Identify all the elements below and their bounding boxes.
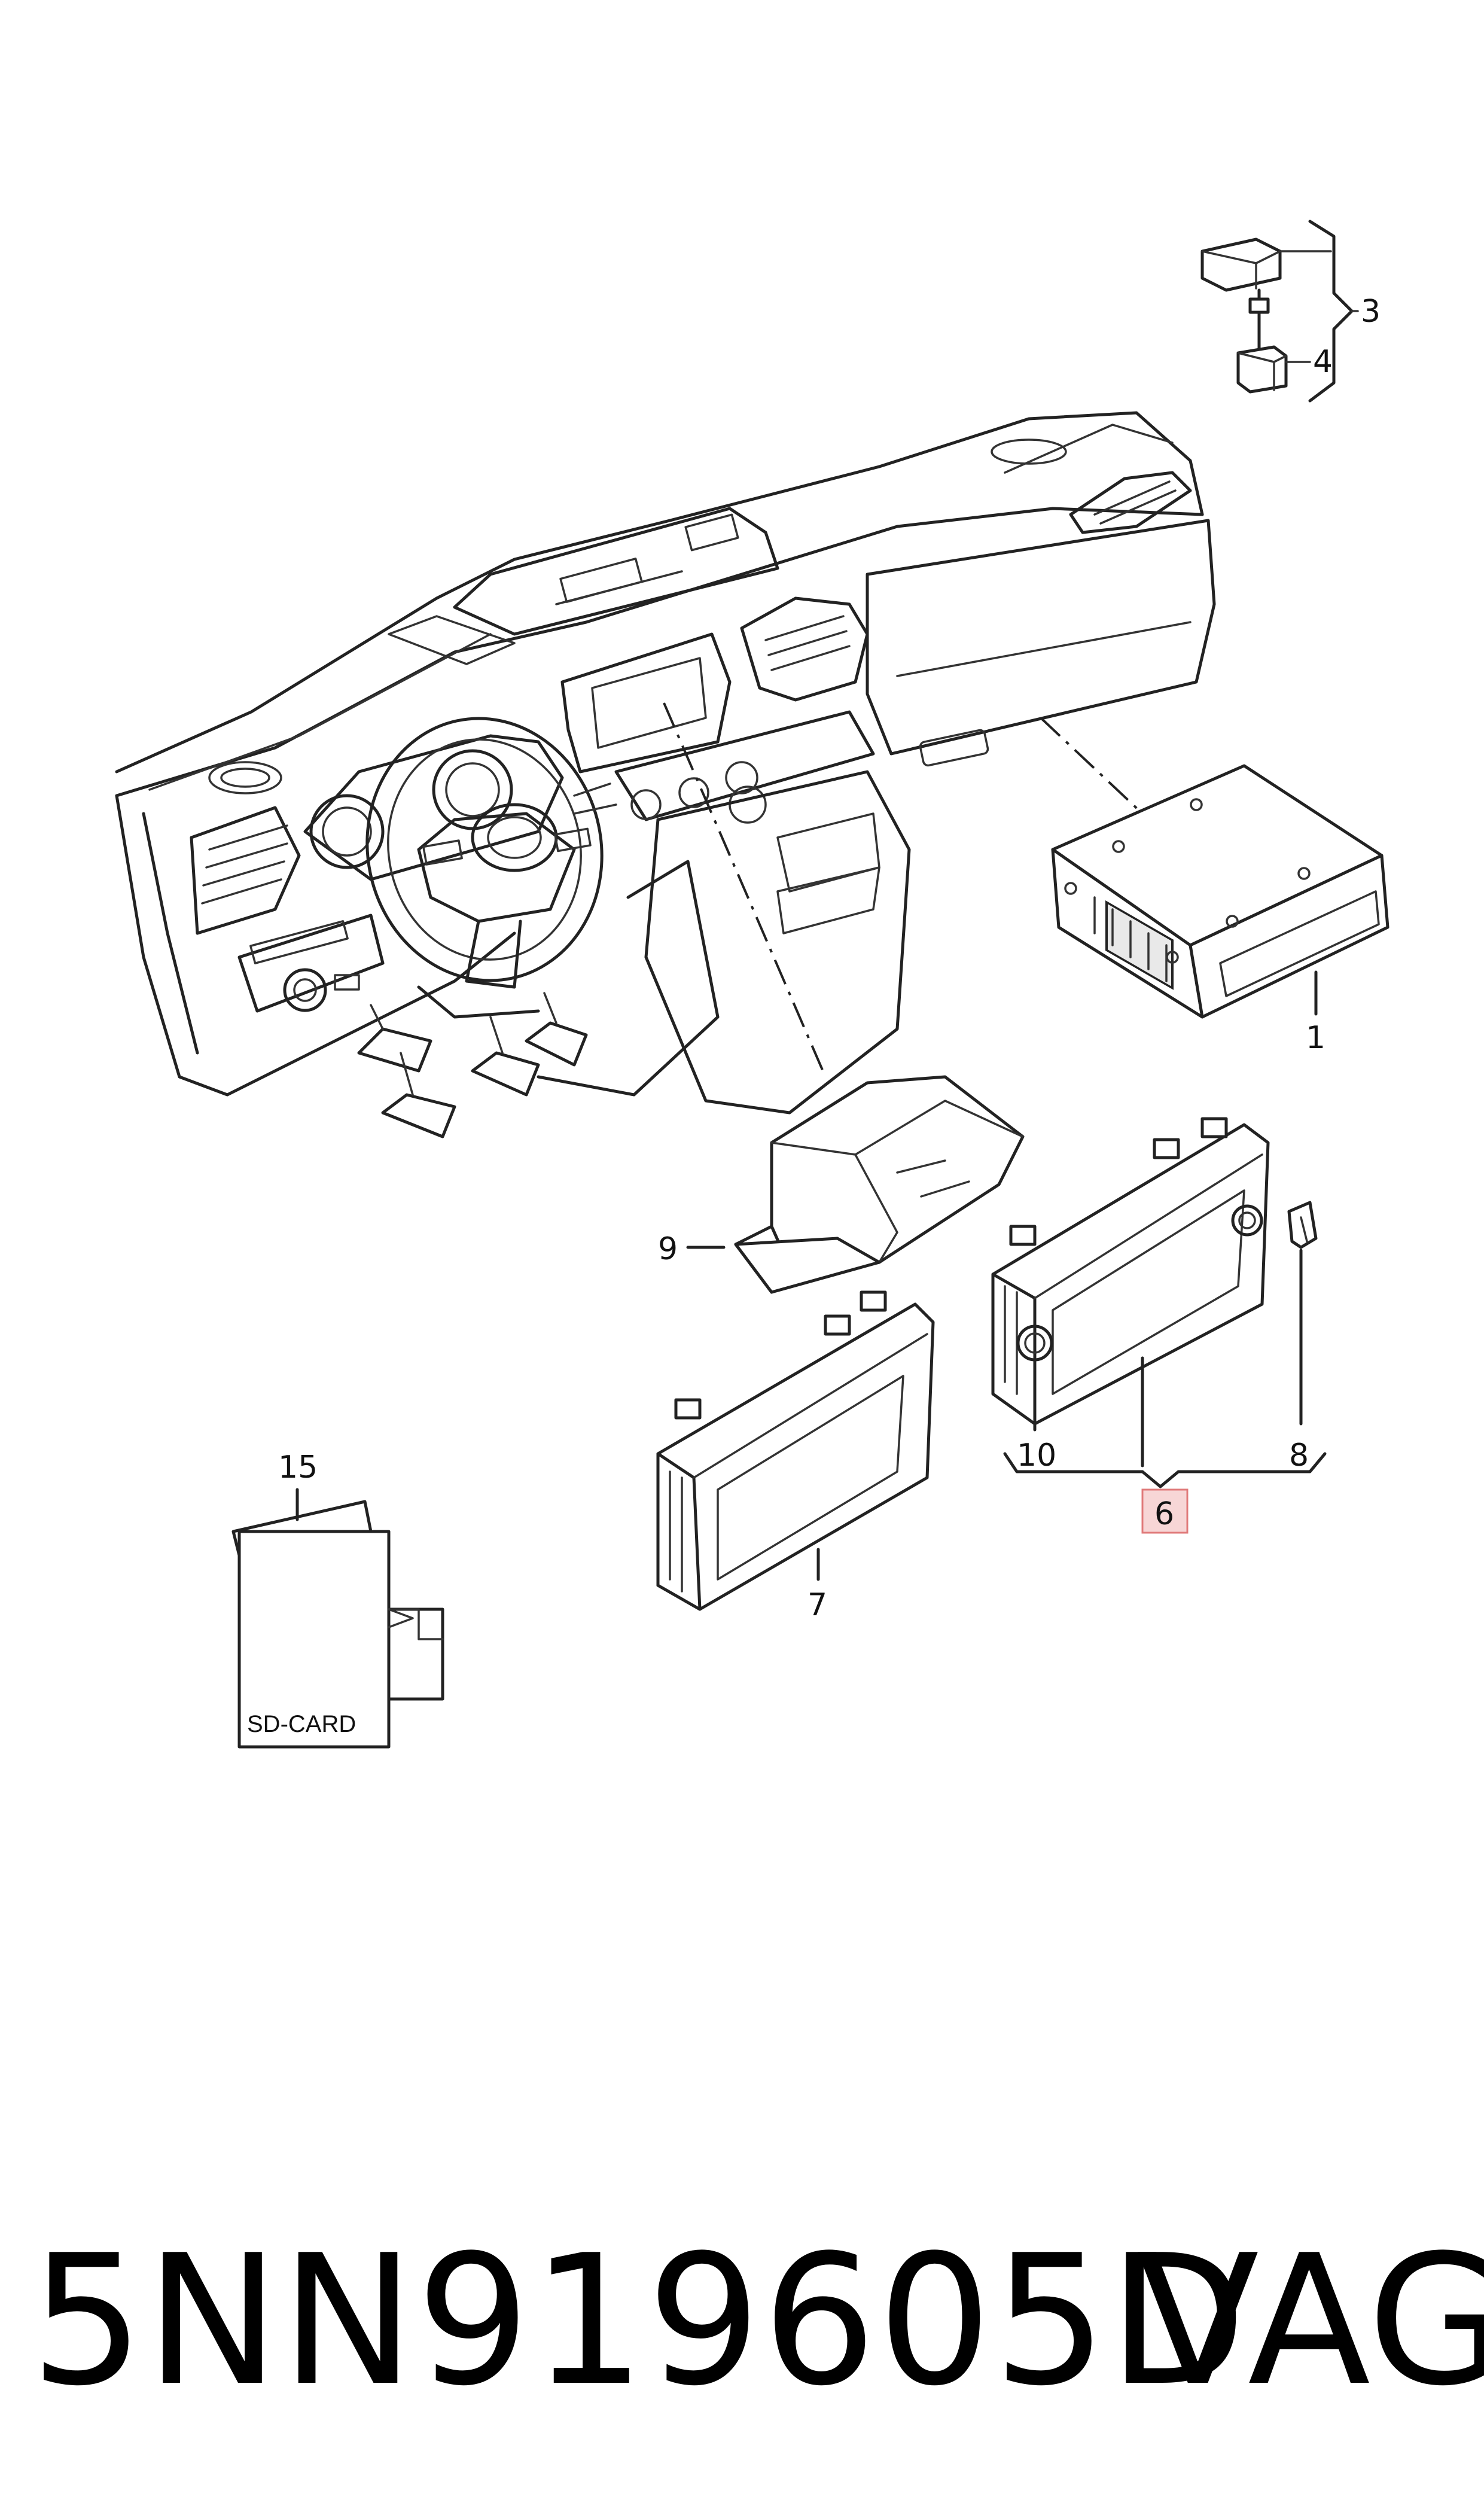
callout-15: 15: [278, 1450, 318, 1485]
sd-card-label: SD-CARD: [247, 1711, 356, 1737]
leader-dashboard-to-unit: [1040, 717, 1144, 815]
callout-1: 1: [1306, 1020, 1325, 1056]
leader-dashboard-to-bracket: [663, 702, 827, 1077]
callout-6: 6: [1154, 1496, 1174, 1532]
callout-3: 3: [1361, 294, 1381, 330]
control-unit-part: [1051, 764, 1389, 1019]
display-bracket-part: [734, 1075, 1025, 1294]
callout-6-highlight: [1141, 1488, 1189, 1534]
bracket-6: [1003, 1452, 1327, 1488]
trim-clip-part: [1287, 1201, 1318, 1249]
part-number: 5NN919605D: [30, 2216, 1248, 2425]
dashboard-illustration: [115, 411, 1216, 1138]
callout-10: 10: [1017, 1438, 1056, 1473]
display-screen-part: [656, 1290, 935, 1611]
brand-label: VAG: [1136, 2216, 1484, 2425]
callout-8: 8: [1289, 1438, 1309, 1473]
callout-9: 9: [658, 1231, 678, 1267]
callout-7: 7: [807, 1587, 827, 1623]
callout-4: 4: [1313, 344, 1333, 380]
sd-card-part: [231, 1500, 444, 1749]
antenna-cable-part: [1200, 220, 1359, 403]
